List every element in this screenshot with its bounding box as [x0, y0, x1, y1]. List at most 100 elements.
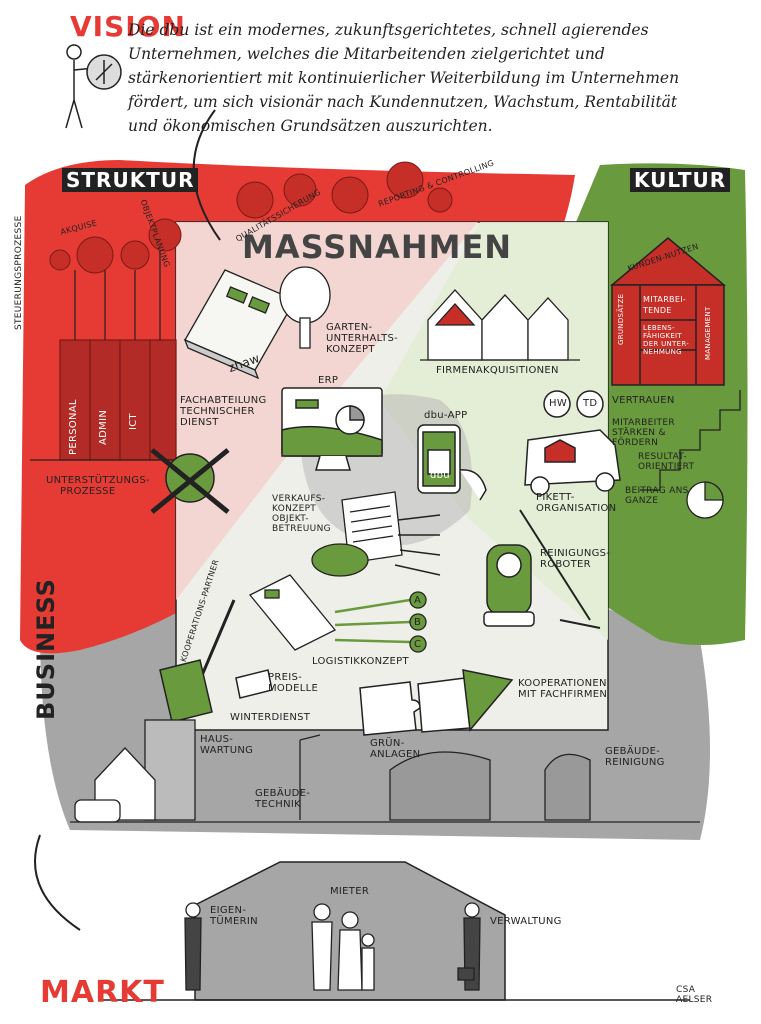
pie-icon — [686, 481, 724, 519]
vision-statement: Die dbu ist ein modernes, zukunftsgerich… — [128, 21, 680, 135]
label-resultatorientiert: RESULTAT-ORIENTIERT — [638, 452, 695, 472]
label-personal: PERSONAL — [68, 399, 79, 455]
label-fach-line1: FACHABTEILUNG — [180, 395, 267, 406]
artist-signature: CSA AELSER — [676, 985, 712, 1005]
label-hw: HW — [549, 398, 568, 409]
label-grundsaetze: GRUNDSÄTZE — [617, 293, 625, 345]
tools-icon — [150, 448, 230, 514]
label-reinigungsroboter: REINIGUNGS- ROBOTER — [540, 548, 610, 570]
label-node-c: C — [414, 639, 422, 650]
label-verwaltung: VERWALTUNG — [490, 916, 562, 927]
label-unterstuetzungsprozesse: UNTERSTÜTZUNGS- PROZESSE — [46, 475, 150, 497]
pikett-van — [524, 390, 621, 496]
label-preis-line1: PREIS- — [268, 672, 303, 683]
label-node-b: B — [414, 617, 422, 628]
label-garten-line1: GARTEN- — [326, 322, 373, 333]
label-unterstuetzung-line2: PROZESSE — [60, 486, 116, 497]
label-lebens-line2: FÄHIGKEIT — [643, 332, 682, 340]
label-garten-line2: UNTERHALTS- — [326, 333, 399, 344]
label-lebens-line4: NEHMUNG — [643, 348, 682, 356]
label-app-logo: dbu — [430, 470, 450, 481]
label-ict: ICT — [128, 413, 139, 430]
kultur-house — [609, 237, 727, 386]
label-haus-line2: WARTUNG — [200, 745, 254, 756]
label-hauswartung: HAUS- WARTUNG — [200, 734, 253, 756]
label-mitarbeitende-line1: MITARBEI- — [643, 295, 687, 304]
label-eigen-line2: TÜMERIN — [210, 916, 258, 927]
label-unterstuetzung-line1: UNTERSTÜTZUNGS- — [46, 475, 150, 486]
vision-title: VISION — [70, 10, 186, 43]
label-node-a: A — [414, 595, 422, 606]
label-beitrag-ans-ganze: BEITRAG ANS GANZE — [625, 486, 689, 506]
label-management: MANAGEMENT — [704, 306, 712, 360]
label-winterdienst: WINTERDIENST — [230, 712, 311, 723]
label-mitarbeitende-line2: TENDE — [643, 306, 672, 315]
struktur-gears — [49, 161, 453, 274]
label-lebens-line3: DER UNTER- — [643, 340, 690, 348]
robot-icon — [483, 509, 601, 629]
label-roboter-line1: REINIGUNGS- — [540, 548, 611, 559]
label-gartenkonzept: GARTEN- UNTERHALTS- KONZEPT — [326, 322, 398, 355]
label-gebaeudetechnik: GEBÄUDE- TECHNIK — [255, 788, 310, 810]
verkauf-doc — [311, 491, 441, 577]
label-verkauf-line3: OBJEKT- — [272, 514, 309, 524]
label-firmenakquisitionen: FIRMENAKQUISITIONEN — [436, 365, 559, 376]
label-pikett-line1: PIKETT- — [536, 492, 575, 503]
dbu-phone — [417, 424, 487, 501]
puzzle-icon — [359, 669, 514, 736]
business-buildings — [70, 719, 700, 823]
label-garten-line3: KONZEPT — [326, 344, 375, 355]
markt-people — [184, 902, 481, 991]
vision-figure — [65, 44, 122, 129]
label-steuerungsprozesse: STEUERUNGSPROZESSE — [14, 215, 24, 330]
firmen-houses — [420, 289, 580, 361]
struktur-columns — [30, 250, 190, 461]
label-fachabteilung: FACHABTEILUNG TECHNISCHER DIENST — [180, 395, 267, 428]
label-reinigung-line1: GEBÄUDE- — [605, 746, 661, 757]
label-koop-line2: MIT FACHFIRMEN — [518, 689, 608, 700]
label-fach-line3: DIENST — [180, 417, 219, 428]
label-gruen-line2: ANLAGEN — [370, 749, 421, 760]
zhaw-book — [183, 269, 296, 380]
tree-icon — [279, 266, 331, 349]
label-koop-line1: KOOPERATIONEN — [518, 678, 607, 689]
massnahmen-title: MASSNAHMEN — [242, 228, 513, 266]
label-td: TD — [583, 398, 598, 409]
label-verkauf-line4: BETREUUNG — [272, 524, 331, 534]
label-kooperationen: KOOPERATIONEN MIT FACHFIRMEN — [518, 678, 607, 700]
signature-line2: AELSER — [676, 995, 713, 1005]
label-fach-line2: TECHNISCHER — [180, 406, 255, 417]
label-gebaeudereinigung: GEBÄUDE- REINIGUNG — [605, 746, 665, 768]
label-mitarbeitende: MITARBEI- TENDE — [643, 294, 686, 316]
label-technik-line2: TECHNIK — [255, 799, 302, 810]
struktur-title: STRUKTUR — [62, 168, 199, 192]
label-eigentuemerin: EIGEN- TÜMERIN — [210, 905, 258, 927]
shovel-icon — [159, 599, 273, 723]
label-verkauf-line2: KONZEPT — [272, 504, 317, 514]
label-vertrauen: VERTRAUEN — [612, 395, 675, 406]
signature-line1: CSA — [676, 985, 696, 995]
logistik-doc — [248, 574, 427, 653]
label-roboter-line2: ROBOTER — [540, 559, 591, 570]
label-preismodelle: PREIS- MODELLE — [268, 672, 318, 694]
label-preis-line2: MODELLE — [268, 683, 319, 694]
label-gruenanlagen: GRÜN- ANLAGEN — [370, 738, 420, 760]
label-pikett-line2: ORGANISATION — [536, 503, 617, 514]
label-lebens-line1: LEBENS- — [643, 324, 675, 332]
label-verkaufskonzept: VERKAUFS- KONZEPT OBJEKT- BETREUUNG — [272, 494, 331, 534]
label-pikett: PIKETT- ORGANISATION — [536, 492, 616, 514]
label-mieter: MIETER — [330, 886, 370, 897]
business-title: BUSINESS — [32, 578, 60, 720]
markt-title: MARKT — [40, 975, 165, 1010]
label-mitarbeiter-staerken: MITARBEITER STÄRKEN & FÖRDERN — [612, 418, 675, 448]
label-admin: ADMIN — [98, 409, 109, 445]
kultur-stairs — [640, 390, 741, 491]
label-reinigung-line2: REINIGUNG — [605, 757, 665, 768]
label-dbu-app: dbu-APP — [424, 410, 468, 421]
label-gruen-line1: GRÜN- — [370, 738, 405, 749]
erp-monitor — [281, 387, 383, 471]
label-technik-line1: GEBÄUDE- — [255, 788, 311, 799]
kultur-title: KULTUR — [630, 168, 731, 192]
